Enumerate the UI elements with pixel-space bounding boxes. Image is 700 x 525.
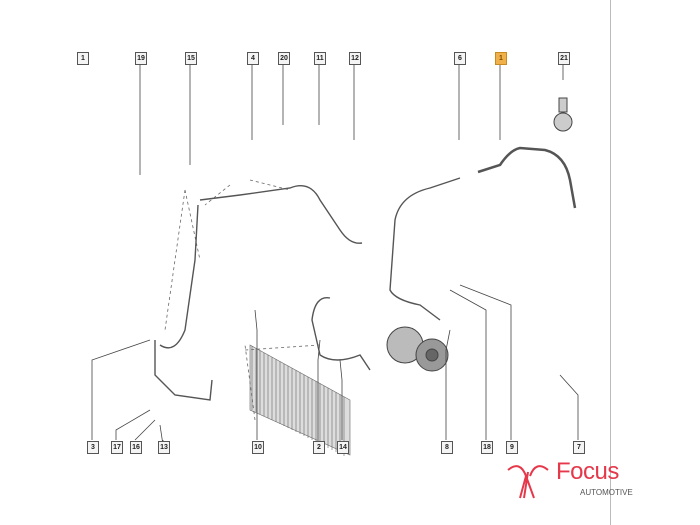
callout-bottom-3[interactable]: 13 — [158, 441, 170, 454]
leader-line — [254, 309, 258, 440]
callout-bottom-4[interactable]: 10 — [252, 441, 264, 454]
page-edge — [610, 0, 611, 525]
pipe-part-4 — [199, 185, 363, 244]
pipe-part-3 — [154, 340, 213, 401]
callout-bottom-10[interactable]: 7 — [573, 441, 585, 454]
leader-line — [134, 419, 156, 441]
callout-bottom-0[interactable]: 3 — [87, 441, 99, 454]
callout-top-5[interactable]: 11 — [314, 52, 326, 65]
callout-top-8[interactable]: 1 — [495, 52, 507, 65]
callout-top-0[interactable]: 1 — [77, 52, 89, 65]
leader-line — [91, 339, 151, 440]
callout-bottom-7[interactable]: 8 — [441, 441, 453, 454]
leader-line — [459, 284, 512, 440]
logo-tree-icon — [507, 465, 549, 499]
pipe-part-15 — [159, 204, 199, 349]
leader-line — [449, 289, 487, 440]
logo-name: Focus — [556, 458, 619, 485]
focus-automotive-logo: Focus AUTOMOTIVE — [498, 458, 668, 508]
pipe-part-2 — [311, 296, 371, 371]
compressor — [386, 326, 449, 372]
leader-line — [115, 409, 151, 440]
callout-top-1[interactable]: 19 — [135, 52, 147, 65]
callout-top-9[interactable]: 21 — [558, 52, 570, 65]
condenser — [249, 344, 351, 456]
callout-bottom-9[interactable]: 9 — [506, 441, 518, 454]
leader-line — [317, 339, 321, 440]
leader-line — [559, 374, 579, 440]
callout-top-7[interactable]: 6 — [454, 52, 466, 65]
callout-bottom-1[interactable]: 17 — [111, 441, 123, 454]
leader-line — [339, 359, 343, 440]
callout-top-4[interactable]: 20 — [278, 52, 290, 65]
leader-line — [445, 329, 451, 440]
callout-bottom-2[interactable]: 16 — [130, 441, 142, 454]
callout-bottom-6[interactable]: 14 — [337, 441, 349, 454]
callout-top-2[interactable]: 15 — [185, 52, 197, 65]
callout-bottom-5[interactable]: 2 — [313, 441, 325, 454]
logo-subtitle: AUTOMOTIVE — [580, 488, 633, 497]
callout-top-3[interactable]: 4 — [247, 52, 259, 65]
callout-bottom-8[interactable]: 18 — [481, 441, 493, 454]
pipe-part-6 — [389, 177, 461, 321]
pipe-part-1 — [477, 146, 577, 209]
callout-top-6[interactable]: 12 — [349, 52, 361, 65]
part-21-cap — [553, 97, 573, 132]
